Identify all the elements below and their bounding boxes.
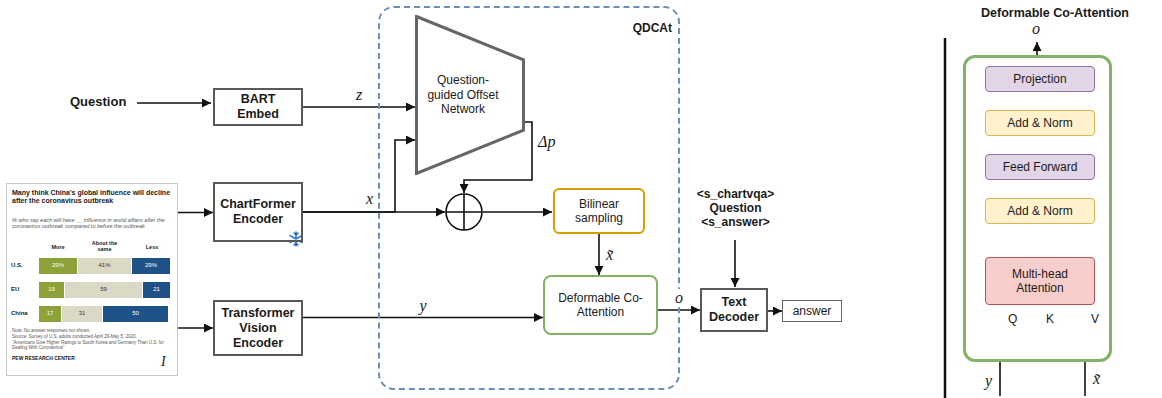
node-label: 17 [38,310,62,317]
node-label: More [43,244,73,250]
node-label: PEW RESEARCH CENTER [12,356,132,362]
process-box: Transformer Vision Encoder [213,300,303,356]
text-label: Q [1008,313,1017,327]
edge-label: x̃ [604,246,615,264]
node-label: 21 [145,286,169,293]
node-text: BART Embed [219,92,297,122]
text-label: K [1046,313,1054,327]
process-box: Deformable Co-Attention [543,275,658,335]
process-box: Add & Norm [985,110,1095,136]
group-box: QDCAtQuestion-guided Offset NetworkBilin… [378,6,680,390]
oplus-symbol [446,194,482,230]
arrow-connector [768,310,782,312]
offset-network-trapezoid: Question-guided Offset Network [415,15,525,175]
node-label: U.S. [11,262,39,269]
edge-label: o [673,289,685,307]
edge-label: z [354,86,364,104]
node-label: 50 [124,310,148,317]
node-text: Question-guided Offset Network [421,73,505,116]
node-label: Note: No answer responses not shown. [12,328,172,333]
variable-label: x̃ [1093,370,1100,388]
process-box: Add & Norm [985,198,1095,224]
node-text: Transformer Vision Encoder [219,306,297,351]
variable-label: o [1032,20,1040,38]
node-label: EU [11,286,39,293]
process-box: Text Decoder [700,288,768,332]
node-text: Text Decoder [706,295,762,325]
arrow-connector [178,327,213,329]
node-text: Add & Norm [1007,204,1072,218]
node-text: answer [793,304,832,318]
chart-illustration [6,183,178,376]
process-box: Feed Forward [985,154,1095,180]
process-box: Projection [985,66,1095,92]
text-label: <s_chartvqa> Question <s_answer> [688,188,783,229]
node-label: “Americans Give Higher Ratings to South … [12,340,172,350]
trapezoid-shape [417,17,524,174]
process-box: BART Embed [213,88,303,126]
frozen-snowflake [290,232,302,246]
text-label: Question [70,95,126,110]
node-text: Bilinear sampling [559,197,639,226]
node-text: Add & Norm [1007,116,1072,130]
node-text: Deformable Co-Attention [549,291,652,320]
node-text: Feed Forward [1003,160,1078,174]
variable-label: Δp [538,133,555,151]
process-box: Bilinear sampling [553,188,645,234]
arrow-connector [303,106,415,108]
node-label: China [11,310,39,317]
edge-label: y [417,297,428,315]
node-label: About the same [87,240,122,253]
node-label: 29% [46,262,70,269]
node-label: 59 [92,286,116,293]
variable-label: y [985,372,992,390]
node-text: Projection [1013,72,1066,86]
group-box: Many think China's global influence will… [6,183,178,376]
node-text: Multi-head Attention [990,267,1090,296]
connector-group [178,92,1040,328]
process-box: Multi-head Attention [985,257,1095,305]
node-label: I [161,354,175,370]
variable-label: x [366,190,373,208]
divider-line [944,38,947,398]
node-label: 19 [40,286,64,293]
node-label: 41% [93,262,117,269]
arrow-connector [303,140,415,212]
node-label: QDCAt [616,22,672,36]
node-label: 29% [139,262,163,269]
node-label: Deformable Co-Attention [981,6,1129,20]
text-label: V [1091,313,1099,327]
node-label: Source: Survey of U.S. adults conducted … [12,334,172,339]
node-text: ChartFormer Encoder [219,197,297,227]
arrow-connector [303,317,543,319]
process-box: answer [782,300,842,322]
node-label: 31 [70,310,94,317]
layout-wires [137,42,1085,396]
node-label: % who say each will have __ influence in… [12,217,174,230]
group-box: Deformable Co-AttentionProjectionAdd & N… [963,55,1112,362]
arrow-connector [178,212,213,214]
node-label: Many think China's global influence will… [12,189,174,205]
process-box: ChartFormer Encoder [213,182,303,242]
arrow-connector [598,234,600,275]
node-label: Less [137,244,167,250]
